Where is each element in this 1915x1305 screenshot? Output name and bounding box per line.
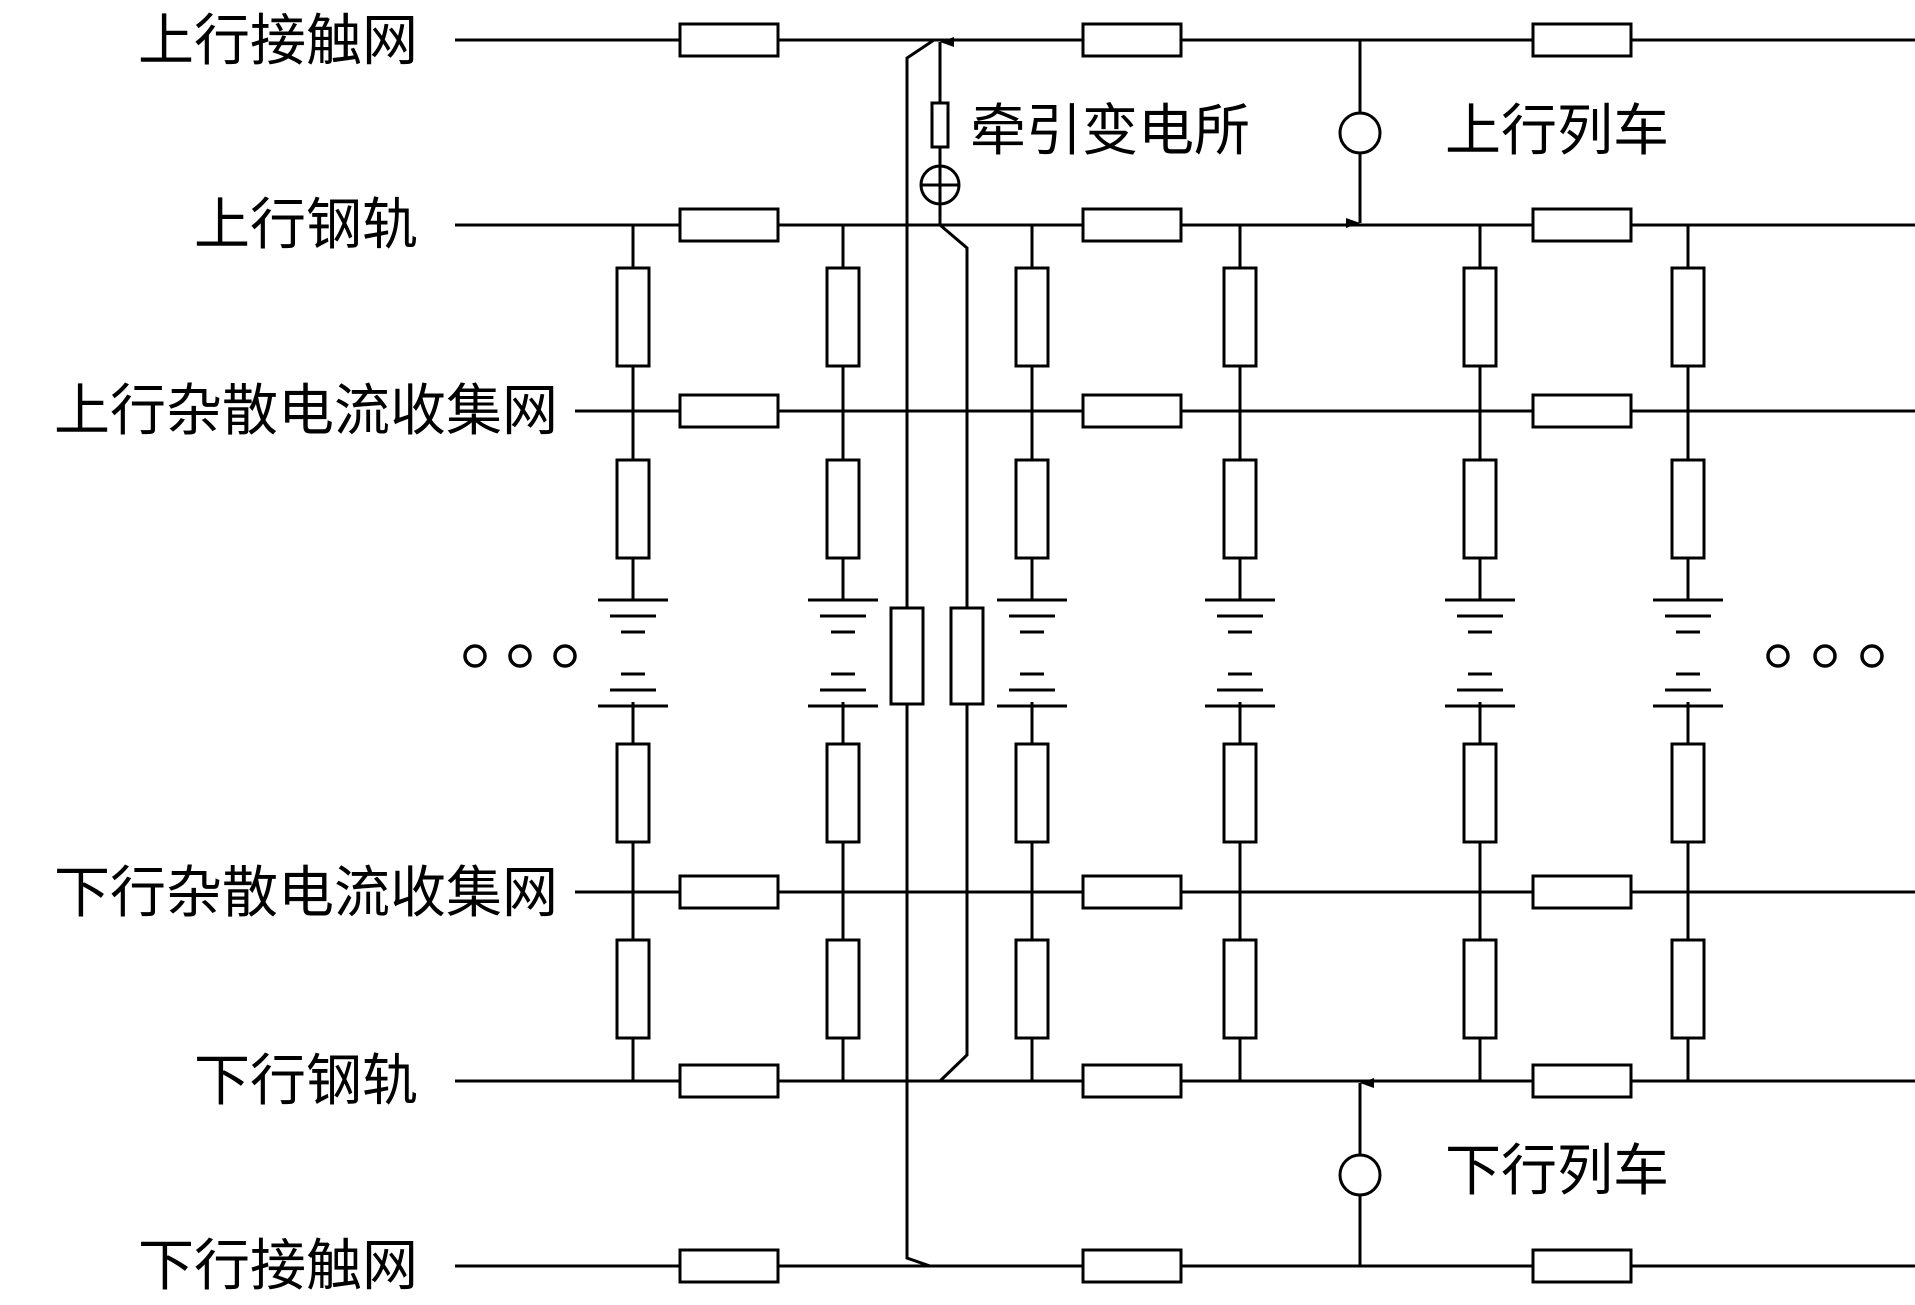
label-down-rail: 下行钢轨	[194, 1049, 418, 1114]
ground-bottom-icon	[997, 672, 1067, 708]
label-substation: 牵引变电所	[970, 99, 1250, 164]
branch-1	[598, 225, 668, 1081]
series-resistor	[678, 874, 780, 910]
ground-bottom-icon	[598, 672, 668, 708]
leakage-resistor	[1670, 266, 1706, 368]
leakage-resistor	[1462, 458, 1498, 560]
ground-bottom-icon	[1653, 672, 1723, 708]
series-resistor	[678, 207, 780, 243]
down-train-source-icon	[1338, 1153, 1382, 1197]
leakage-resistor	[1014, 458, 1050, 560]
series-resistor	[678, 393, 780, 429]
leakage-resistor	[615, 742, 651, 844]
series-resistor	[1081, 1248, 1183, 1284]
leakage-resistor	[1222, 266, 1258, 368]
series-resistor	[1531, 207, 1633, 243]
label-up-collector: 上行杂散电流收集网	[54, 379, 558, 444]
series-resistor	[678, 1063, 780, 1099]
ground-top-icon	[808, 598, 878, 634]
ground-top-icon	[598, 598, 668, 634]
branch-6	[1653, 225, 1723, 1081]
leakage-resistor	[615, 938, 651, 1040]
substation-leakage-resistor-left	[889, 606, 925, 706]
series-resistor	[1081, 1063, 1183, 1099]
ground-top-icon	[1445, 598, 1515, 634]
leakage-resistor	[1222, 742, 1258, 844]
label-down-catenary: 下行接触网	[138, 1234, 418, 1299]
substation-resistor	[930, 101, 950, 149]
label-up-catenary: 上行接触网	[138, 9, 418, 74]
series-resistor	[678, 1248, 780, 1284]
leakage-resistor	[1014, 266, 1050, 368]
series-resistors	[678, 22, 1633, 1284]
horizontal-lines	[455, 38, 1915, 1268]
leakage-resistor	[1670, 458, 1706, 560]
series-resistor	[1531, 393, 1633, 429]
series-resistor	[1081, 393, 1183, 429]
series-resistor	[1531, 22, 1633, 58]
series-resistor	[1531, 1248, 1633, 1284]
ground-bottom-icon	[1445, 672, 1515, 708]
ground-bottom-icon	[1205, 672, 1275, 708]
leakage-resistor	[1014, 938, 1050, 1040]
leakage-resistor	[615, 458, 651, 560]
label-down-collector: 下行杂散电流收集网	[54, 861, 558, 926]
leakage-resistor	[825, 266, 861, 368]
leakage-resistor	[615, 266, 651, 368]
leakage-resistor	[1014, 742, 1050, 844]
series-resistor	[1081, 207, 1183, 243]
leakage-resistor	[1462, 938, 1498, 1040]
right-continuation-dots	[1766, 644, 1884, 668]
down-train	[1338, 1078, 1382, 1266]
branch-3	[997, 225, 1067, 1081]
leakage-resistor	[1462, 742, 1498, 844]
label-up-rail: 上行钢轨	[194, 193, 418, 258]
leakage-resistor	[1222, 458, 1258, 560]
ground-top-icon	[997, 598, 1067, 634]
left-continuation-dots	[463, 644, 577, 668]
ground-bottom-icon	[808, 672, 878, 708]
traction-substation	[889, 37, 985, 1268]
leakage-resistor	[825, 742, 861, 844]
series-resistor	[1081, 874, 1183, 910]
up-train	[1338, 40, 1382, 228]
branch-5	[1445, 225, 1515, 1081]
up-train-source-icon	[1338, 111, 1382, 155]
leakage-resistor	[1462, 266, 1498, 368]
series-resistor	[1531, 1063, 1633, 1099]
label-down-train: 下行列车	[1445, 1139, 1669, 1204]
series-resistor	[1531, 874, 1633, 910]
branch-2	[808, 225, 878, 1081]
vertical-branches	[598, 225, 1723, 1081]
label-up-train: 上行列车	[1445, 99, 1669, 164]
leakage-resistor	[1670, 742, 1706, 844]
leakage-resistor	[825, 938, 861, 1040]
substation-leakage-resistor-right	[949, 606, 985, 706]
ground-top-icon	[1653, 598, 1723, 634]
leakage-resistor	[1670, 938, 1706, 1040]
series-resistor	[1081, 22, 1183, 58]
leakage-resistor	[1222, 938, 1258, 1040]
ground-top-icon	[1205, 598, 1275, 634]
leakage-resistor	[825, 458, 861, 560]
series-resistor	[678, 22, 780, 58]
branch-4	[1205, 225, 1275, 1081]
